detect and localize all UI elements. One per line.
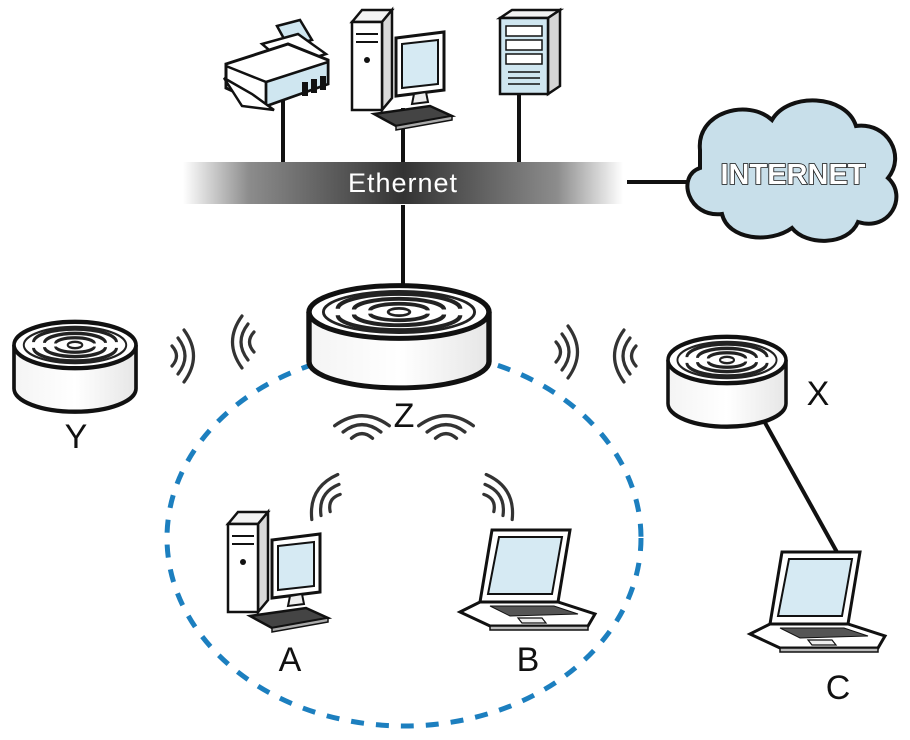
wireless-signal-icon — [301, 468, 350, 528]
cloud-icon: INTERNET — [685, 98, 899, 243]
wireless-signal-icon — [417, 414, 475, 440]
wireless-signal-icon — [333, 414, 391, 440]
laptop-icon — [748, 550, 887, 654]
label-a: A — [279, 641, 302, 679]
wireless-signal-icon — [230, 314, 256, 370]
label-z: Z — [394, 397, 415, 435]
label-b: B — [517, 641, 540, 679]
access-point-y — [14, 322, 136, 412]
label-c: C — [826, 669, 851, 707]
access-point-icon — [14, 322, 136, 412]
ethernet-label: Ethernet — [348, 168, 458, 198]
wireless-signal-icon — [170, 328, 196, 384]
label-x: X — [807, 375, 830, 413]
access-point-x — [668, 337, 786, 427]
client-a-desktop — [226, 510, 330, 634]
printer-icon — [222, 18, 330, 112]
desktop-computer-icon — [350, 8, 454, 132]
access-point-icon — [309, 286, 489, 388]
x-to-c-link — [756, 409, 840, 555]
internet-label: INTERNET — [721, 159, 866, 191]
server-icon — [495, 7, 565, 97]
client-c-laptop — [748, 550, 887, 654]
laptop-icon — [458, 528, 597, 632]
label-y: Y — [65, 418, 88, 456]
wireless-signal-icon — [554, 324, 580, 380]
desktop-computer-icon — [226, 510, 330, 634]
access-point-z — [309, 286, 489, 388]
access-point-icon — [668, 337, 786, 427]
wireless-signal-icon — [612, 328, 638, 384]
client-b-laptop — [458, 528, 597, 632]
wireless-signal-icon — [474, 468, 523, 528]
ethernet-backbone: Ethernet — [183, 162, 623, 204]
